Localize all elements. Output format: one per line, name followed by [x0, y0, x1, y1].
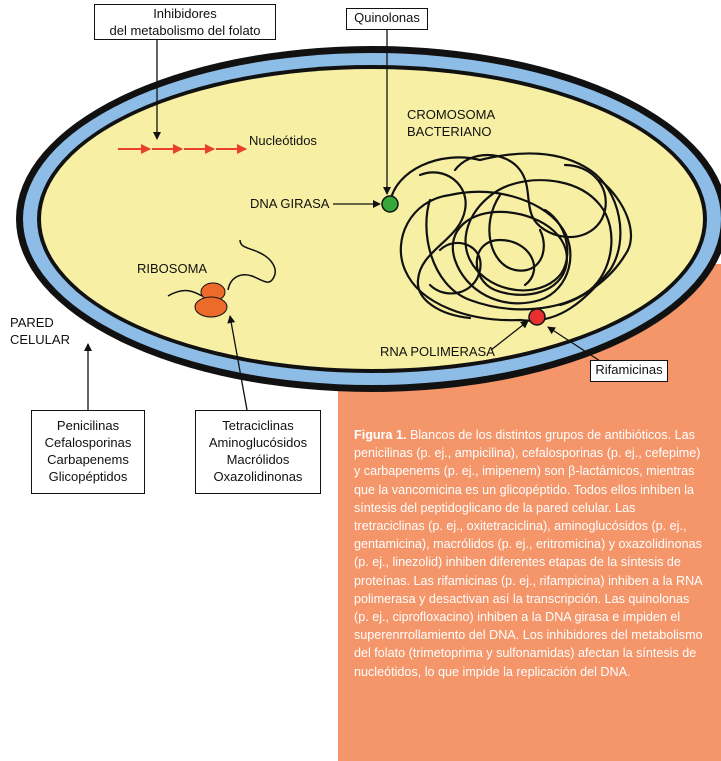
folate-inhibitors-line2: del metabolismo del folato [109, 23, 261, 38]
folate-inhibitors-box: Inhibidores del metabolismo del folato [94, 4, 276, 40]
figure-caption-label: Figura 1. [354, 428, 407, 442]
folate-inhibitors-line1: Inhibidores [153, 6, 217, 21]
cytoplasm [41, 69, 703, 369]
nucleotides-label: Nucleótidos [249, 133, 317, 148]
ribosome-label: RIBOSOMA [137, 261, 207, 276]
drug-macrolides: Macrólidos [226, 452, 290, 467]
chromosome-label-line1: CROMOSOMA [407, 107, 495, 122]
mrna-strand [167, 239, 276, 297]
quinolones-label: Quinolonas [354, 10, 420, 25]
bacterial-chromosome [388, 152, 633, 322]
dna-gyrase-label: DNA GIRASA [250, 196, 330, 211]
quinolones-box: Quinolonas [346, 8, 428, 30]
rna-polymerase-label: RNA POLIMERASA [380, 344, 495, 359]
drug-glycopeptides: Glicopéptidos [48, 469, 128, 484]
figure-caption-text: Blancos de los distintos grupos de antib… [354, 428, 703, 679]
rifamycins-label: Rifamicinas [595, 362, 663, 377]
cell-wall-label-line2: CELULAR [10, 332, 70, 347]
drug-carbapenems: Carbapenems [47, 452, 129, 467]
drug-penicillins: Penicilinas [56, 418, 120, 433]
protein-synthesis-drugs-box: Tetraciclinas Aminoglucósidos Macrólidos… [195, 410, 321, 494]
cell-wall-label-line1: PARED [10, 315, 54, 330]
drug-cephalosporins: Cefalosporinas [44, 435, 132, 450]
rifamycins-box: Rifamicinas [590, 360, 668, 382]
ribosome-large-subunit [194, 296, 228, 318]
chromosome-label-line2: BACTERIANO [407, 124, 492, 139]
cell-wall-drugs-box: Penicilinas Cefalosporinas Carbapenems G… [31, 410, 145, 494]
drug-oxazolidinones: Oxazolidinonas [213, 469, 303, 484]
pointer-lines [84, 30, 601, 411]
dna-gyrase-dot [381, 195, 399, 213]
drug-tetracyclines: Tetraciclinas [222, 418, 294, 433]
rna-polymerase-dot [528, 308, 546, 326]
figure-caption: Figura 1. Blancos de los distintos grupo… [354, 426, 706, 681]
drug-aminoglycosides: Aminoglucósidos [208, 435, 308, 450]
